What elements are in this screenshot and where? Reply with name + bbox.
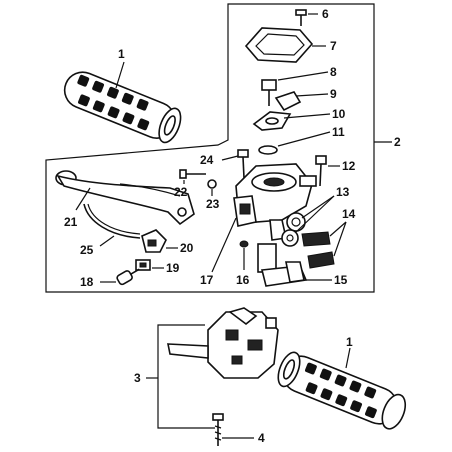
switch-housing-3 [167,307,279,379]
reservoir-cover-7 [244,27,314,63]
label-25: 25 [80,243,94,257]
label-23: 23 [206,197,220,211]
label-24: 24 [200,153,214,167]
cable-25 [83,203,141,239]
label-1-bottom: 1 [346,335,353,349]
bracket-9 [274,91,302,112]
leader-10 [283,113,331,119]
left-grip [63,71,182,144]
leader-9 [295,93,329,97]
leader-11 [277,131,331,147]
washers-13 [281,212,306,247]
label-11: 11 [332,125,345,139]
nut-19 [135,259,151,271]
screw-18 [116,268,140,286]
label-14: 14 [342,207,356,221]
assembly-3-bracket [157,324,215,429]
leader-24 [221,155,239,161]
leader-8 [277,71,329,81]
label-12: 12 [342,159,356,173]
leader-25 [99,235,115,247]
screw-22 [179,169,206,179]
label-18: 18 [80,275,94,289]
diaphragm-10 [252,111,292,131]
switch-20 [141,229,167,253]
label-1-top: 1 [118,47,125,61]
fitting-15 [257,243,308,287]
label-22: 22 [174,185,188,199]
leader-13b [295,195,335,233]
brake-lever-21 [55,170,195,226]
leader-1a [115,61,125,89]
label-7: 7 [330,39,337,53]
label-15: 15 [334,273,348,287]
bolt-12 [315,155,327,187]
label-8: 8 [330,65,337,79]
label-2: 2 [394,135,401,149]
label-19: 19 [166,261,180,275]
right-grip [277,351,407,430]
bolt-24 [237,149,249,179]
gasket-11 [258,145,278,155]
label-13: 13 [336,185,350,199]
label-6: 6 [322,7,329,21]
screw-6 [295,9,307,26]
assembly-2-outline [45,3,375,293]
leader-17 [211,217,237,273]
master-cylinder-body [233,163,317,241]
banjo-bolts-14 [301,231,335,269]
label-3: 3 [134,371,141,385]
label-21: 21 [64,215,78,229]
label-4: 4 [258,431,265,445]
label-10: 10 [332,107,346,121]
screw-4 [212,413,224,446]
bolt-8 [261,79,277,106]
leader-1b [345,347,351,369]
nut-23 [207,179,217,189]
leader-21 [75,187,91,211]
label-9: 9 [330,87,337,101]
leader-14a [329,221,347,237]
label-17: 17 [200,273,214,287]
label-20: 20 [180,241,194,255]
leader-13a [301,195,335,219]
leader-14b [333,221,347,257]
label-16: 16 [236,273,250,287]
cable-25-inner [87,203,141,235]
washer-16 [239,240,249,248]
